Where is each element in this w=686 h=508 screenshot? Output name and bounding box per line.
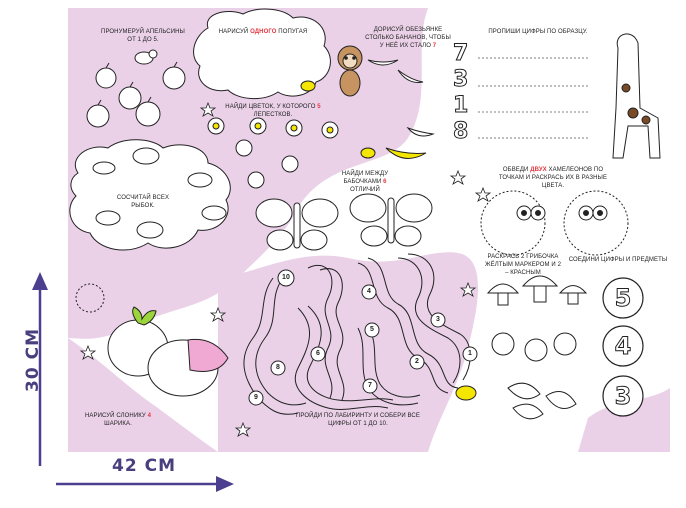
digit-sample: 3: [452, 67, 469, 93]
bananas-task-pre: Дорисуй обезьянке столько бананов, чтобы…: [365, 27, 451, 49]
pink-bg-left-bottom: [68, 338, 218, 452]
maze-task-text: Пройди по лабиринту и собери все цифры о…: [296, 413, 420, 427]
stars: [79, 101, 492, 437]
monkey: [337, 45, 363, 97]
chameleon-faces: [516, 205, 608, 221]
elephant-task-pre: Нарисуй слонику: [84, 413, 148, 419]
elephant-task-text: Нарисуй слонику 4 шарика.: [73, 412, 163, 428]
oranges-task-text: Пронумеруй апельсины от 1 до 5.: [101, 29, 185, 43]
pink-bg-bottom: [218, 252, 478, 452]
maze-number: 4: [367, 288, 371, 295]
fish-group: [92, 147, 227, 239]
maze-number: 10: [282, 274, 290, 281]
leaves: [507, 382, 577, 420]
giraffe: [612, 33, 661, 159]
oranges-group: [86, 49, 186, 128]
flower-task-pre: Найди цветок, у которого: [225, 104, 318, 110]
poster-artwork: [68, 8, 670, 452]
width-arrow-icon: [56, 476, 234, 492]
match-digit: 5: [614, 284, 632, 313]
activity-poster: Пронумеруй апельсины от 1 до 5. Нарисуй …: [68, 8, 670, 452]
digit-sample: 1: [452, 93, 469, 119]
maze-number: 6: [316, 350, 320, 357]
maze-number: 8: [276, 364, 280, 371]
bananas-task-text: Дорисуй обезьянке столько бананов, чтобы…: [363, 26, 453, 50]
maze-number-circles: [248, 269, 478, 406]
bananas-task-highlight: 7: [432, 43, 437, 49]
butterflies-task-highlight: 6: [383, 179, 387, 185]
mushrooms-task-text: Раскрась 2 грибочка жёлтым маркером и 2 …: [484, 254, 562, 276]
butterflies-task-text: Найди между бабочками 6 отличий: [330, 170, 400, 194]
parrot-task-pre: Нарисуй: [218, 29, 251, 35]
flowers-group: [207, 117, 339, 189]
elephant-task-post: шарика.: [104, 421, 132, 427]
chameleons-task-text: Обведи двух хамелеонов по точкам и раскр…: [493, 166, 613, 190]
butterflies-task-post: отличий: [350, 187, 380, 193]
parrot-cloud: [193, 8, 331, 99]
butterflies-task-pre: Найди между бабочками: [341, 171, 389, 185]
parrot-task-post: попугая: [276, 29, 308, 35]
bee-bottom: [455, 385, 477, 401]
match-digit: 4: [614, 332, 632, 361]
match-digit: 3: [614, 382, 632, 411]
maze-number: 9: [254, 394, 258, 401]
chameleons-task-highlight: двух: [530, 167, 547, 173]
digits-task-text: Пропиши цифры по образцу.: [488, 29, 588, 35]
maze-number: 1: [468, 350, 472, 357]
mushrooms: [486, 275, 588, 306]
butterflies-group: [255, 193, 433, 251]
width-label: 42 СМ: [112, 456, 176, 476]
maze-paths: [243, 253, 471, 415]
bananas-group: [367, 59, 435, 159]
height-label: 30 СМ: [23, 328, 43, 392]
digit-sample: 8: [452, 119, 469, 145]
flower-task-text: Найди цветок, у которого 5 лепестков.: [218, 103, 328, 119]
maze-number: 5: [370, 326, 374, 333]
apples: [491, 332, 577, 362]
maze-number: 7: [368, 382, 372, 389]
match-task-text: Соедини цифры и предметы: [568, 257, 668, 263]
digit-samples: 7 3 1 8: [452, 41, 469, 145]
elephant: [75, 283, 229, 397]
maze-number: 2: [415, 358, 419, 365]
flower-task-highlight: 5: [317, 104, 321, 110]
digit-sample: 7: [452, 41, 469, 67]
pink-bg-top: [68, 8, 428, 339]
chameleons-task-post: хамелеонов по точкам и раскрась их в раз…: [498, 167, 608, 189]
chameleons: [480, 190, 629, 256]
flower-task-post: лепестков.: [253, 112, 293, 118]
digit-lines: [478, 57, 588, 139]
maze-number: 3: [436, 316, 440, 323]
height-arrow-icon: [32, 272, 48, 466]
match-circles: [602, 277, 644, 417]
chameleons-task-pre: Обведи: [502, 167, 531, 173]
parrot-task-highlight: одного: [250, 29, 277, 35]
parrot-task-text: Нарисуй одного попугая: [208, 28, 318, 36]
pink-bg-right: [578, 388, 670, 452]
bee-top: [300, 80, 376, 159]
elephant-task-highlight: 4: [147, 413, 152, 419]
fish-task-text: Сосчитай всех рыбок.: [116, 195, 170, 209]
